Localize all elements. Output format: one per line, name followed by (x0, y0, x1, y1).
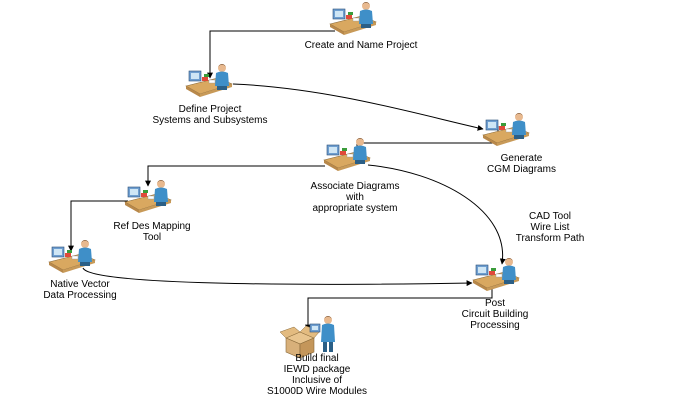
connector-generate-to-associate (354, 126, 499, 154)
label-associate: Associate Diagrams with appropriate syst… (310, 181, 400, 214)
connector-refdes-to-native (68, 200, 128, 252)
workstation-icon-associate (323, 138, 371, 171)
workstation-icon-create (329, 2, 377, 35)
label-native: Native Vector Data Processing (43, 279, 117, 301)
connector-create-to-define (207, 30, 335, 79)
connector-define-to-generate (232, 83, 484, 131)
annotation-cad-tool: CAD Tool Wire List Transform Path (515, 211, 585, 244)
label-refdes: Ref Des Mapping Tool (113, 221, 191, 243)
workstation-icon-generate (482, 113, 530, 146)
workstation-icon-refdes (124, 180, 172, 213)
workstation-icon-post (472, 258, 520, 291)
connector-associate-to-refdes (145, 165, 325, 187)
label-build: Build final IEWD package Inclusive of S1… (266, 353, 368, 397)
label-generate: Generate CGM Diagrams (487, 153, 556, 175)
connector-native-to-post (82, 267, 473, 287)
label-post: Post Circuit Building Processing (461, 298, 529, 331)
icons-layer (48, 2, 530, 359)
label-define: Define Project Systems and Subsystems (152, 104, 268, 126)
label-create: Create and Name Project (304, 40, 418, 51)
connector-post-to-build (305, 287, 493, 331)
workstation-icon-native (48, 240, 96, 273)
package-workstation-icon-build (279, 316, 335, 359)
connector-associate-to-post (367, 164, 506, 265)
workstation-icon-define (185, 64, 233, 97)
